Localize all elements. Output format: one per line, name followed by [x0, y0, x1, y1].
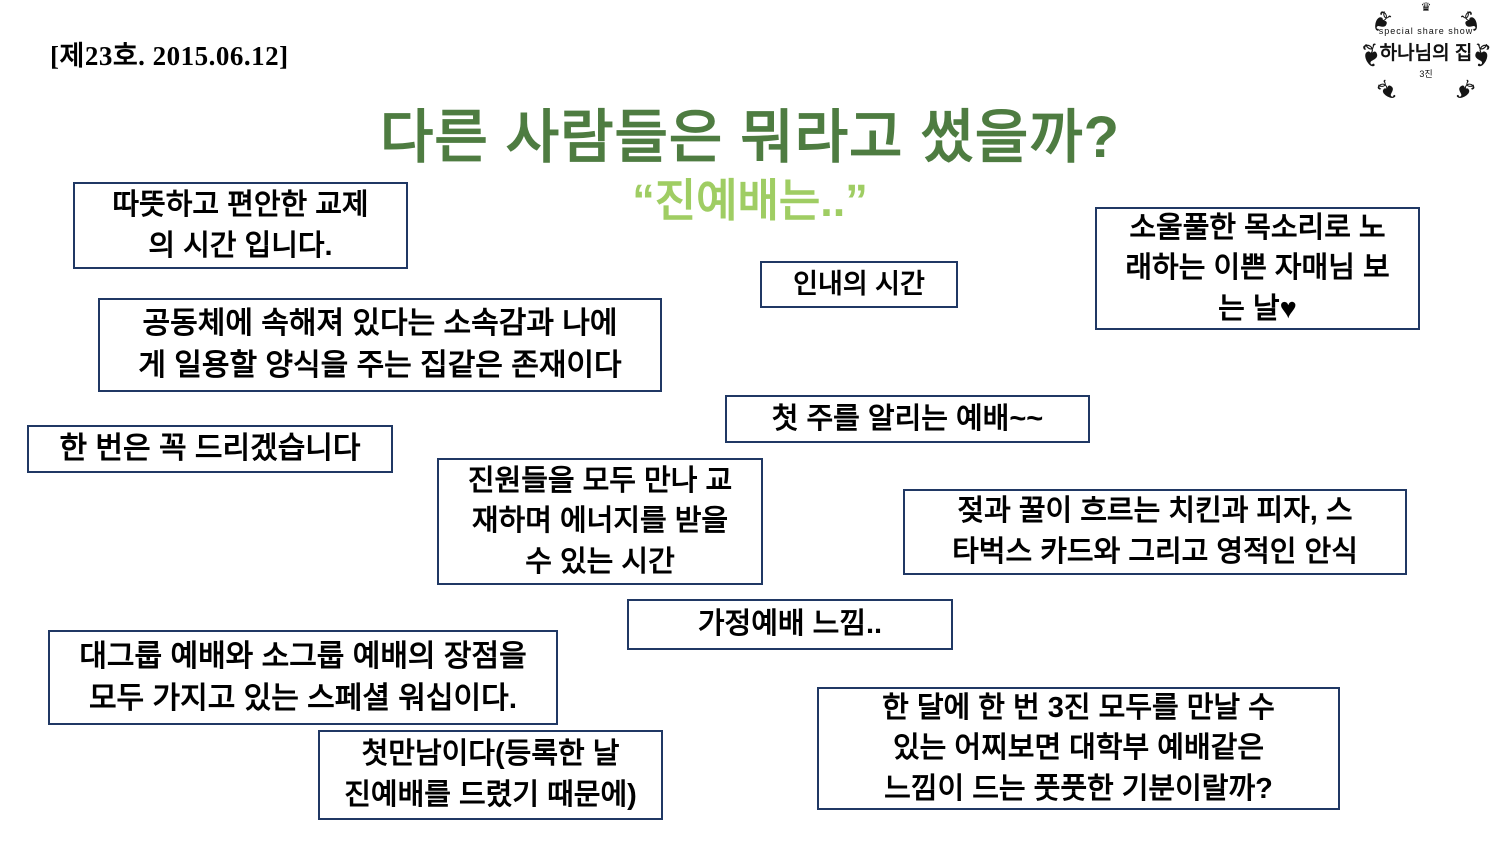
note-line: 젖과 꿀이 흐르는 치킨과 피자, 스	[957, 495, 1353, 528]
note-line: 재하며 에너지를 받을	[471, 505, 729, 538]
note-line: 가정예배 느낌..	[697, 608, 883, 641]
response-note: 소울풀한 목소리로 노 래하는 이쁜 자매님 보 는 날♥	[1095, 207, 1420, 330]
note-line: 의 시간 입니다.	[148, 229, 333, 262]
note-line: 공동체에 속해져 있다는 소속감과 나에	[142, 307, 618, 340]
note-line: 한 번은 꼭 드리겠습니다	[59, 432, 361, 465]
response-note: 가정예배 느낌..	[627, 599, 953, 650]
page-title: 다른 사람들은 뭐라고 썼을까?	[379, 105, 1121, 170]
note-line: 첫 주를 알리는 예배~~	[771, 402, 1044, 435]
note-line: 소울풀한 목소리로 노	[1129, 211, 1386, 244]
response-note: 인내의 시간	[760, 261, 958, 308]
note-line: 진원들을 모두 만나 교	[467, 464, 733, 497]
note-line: 첫만남이다(등록한 날	[361, 738, 620, 771]
response-note: 젖과 꿀이 흐르는 치킨과 피자, 스 타벅스 카드와 그리고 영적인 안식	[903, 489, 1407, 575]
issue-date-label: [제23호. 2015.06.12]	[50, 41, 289, 71]
response-note: 첫 주를 알리는 예배~~	[725, 395, 1090, 443]
note-line: 게 일용할 양식을 주는 집같은 존재이다	[138, 349, 622, 382]
response-note: 대그룹 예배와 소그룹 예배의 장점을 모두 가지고 있는 스페셜 워십이다.	[48, 630, 558, 725]
note-line: 인내의 시간	[793, 268, 925, 299]
response-note: 한 번은 꼭 드리겠습니다	[27, 425, 393, 473]
page-subtitle: “진예배는..”	[632, 175, 868, 226]
note-line: 한 달에 한 번 3진 모두를 만날 수	[882, 691, 1275, 724]
note-line: 수 있는 시간	[525, 545, 675, 578]
note-line: 있는 어찌보면 대학부 예배같은	[892, 732, 1264, 765]
response-note: 따뜻하고 편안한 교제 의 시간 입니다.	[73, 182, 408, 269]
logo-generation: 3진	[1419, 69, 1433, 79]
response-note: 한 달에 한 번 3진 모두를 만날 수 있는 어찌보면 대학부 예배같은 느낌…	[817, 687, 1340, 810]
response-note: 공동체에 속해져 있다는 소속감과 나에 게 일용할 양식을 주는 집같은 존재…	[98, 298, 662, 392]
note-line: 따뜻하고 편안한 교제	[112, 188, 369, 221]
response-note: 첫만남이다(등록한 날 진예배를 드렸기 때문에)	[318, 730, 663, 820]
logo-text: special share show 하나님의 집 3진	[1360, 26, 1492, 80]
note-line: 래하는 이쁜 자매님 보	[1125, 252, 1390, 285]
logo-name: 하나님의 집	[1379, 43, 1473, 64]
logo-tagline: special share show	[1378, 26, 1474, 36]
response-note: 진원들을 모두 만나 교 재하며 에너지를 받을 수 있는 시간	[437, 458, 763, 585]
note-line: 대그룹 예배와 소그룹 예배의 장점을	[79, 639, 527, 673]
note-line: 느낌이 드는 풋풋한 기분이랄까?	[884, 772, 1273, 805]
crown-icon: ♛	[1420, 0, 1432, 14]
note-line: 는 날♥	[1218, 292, 1297, 325]
note-line: 타벅스 카드와 그리고 영적인 안식	[952, 536, 1358, 568]
note-line: 진예배를 드렸기 때문에)	[344, 779, 637, 811]
show-logo: ♛ ❧ ❧ ❧ ❧ ❧ ❧ special share show 하나님의 집 …	[1348, 0, 1500, 111]
note-line: 모두 가지고 있는 스페셜 워십이다.	[88, 681, 518, 715]
